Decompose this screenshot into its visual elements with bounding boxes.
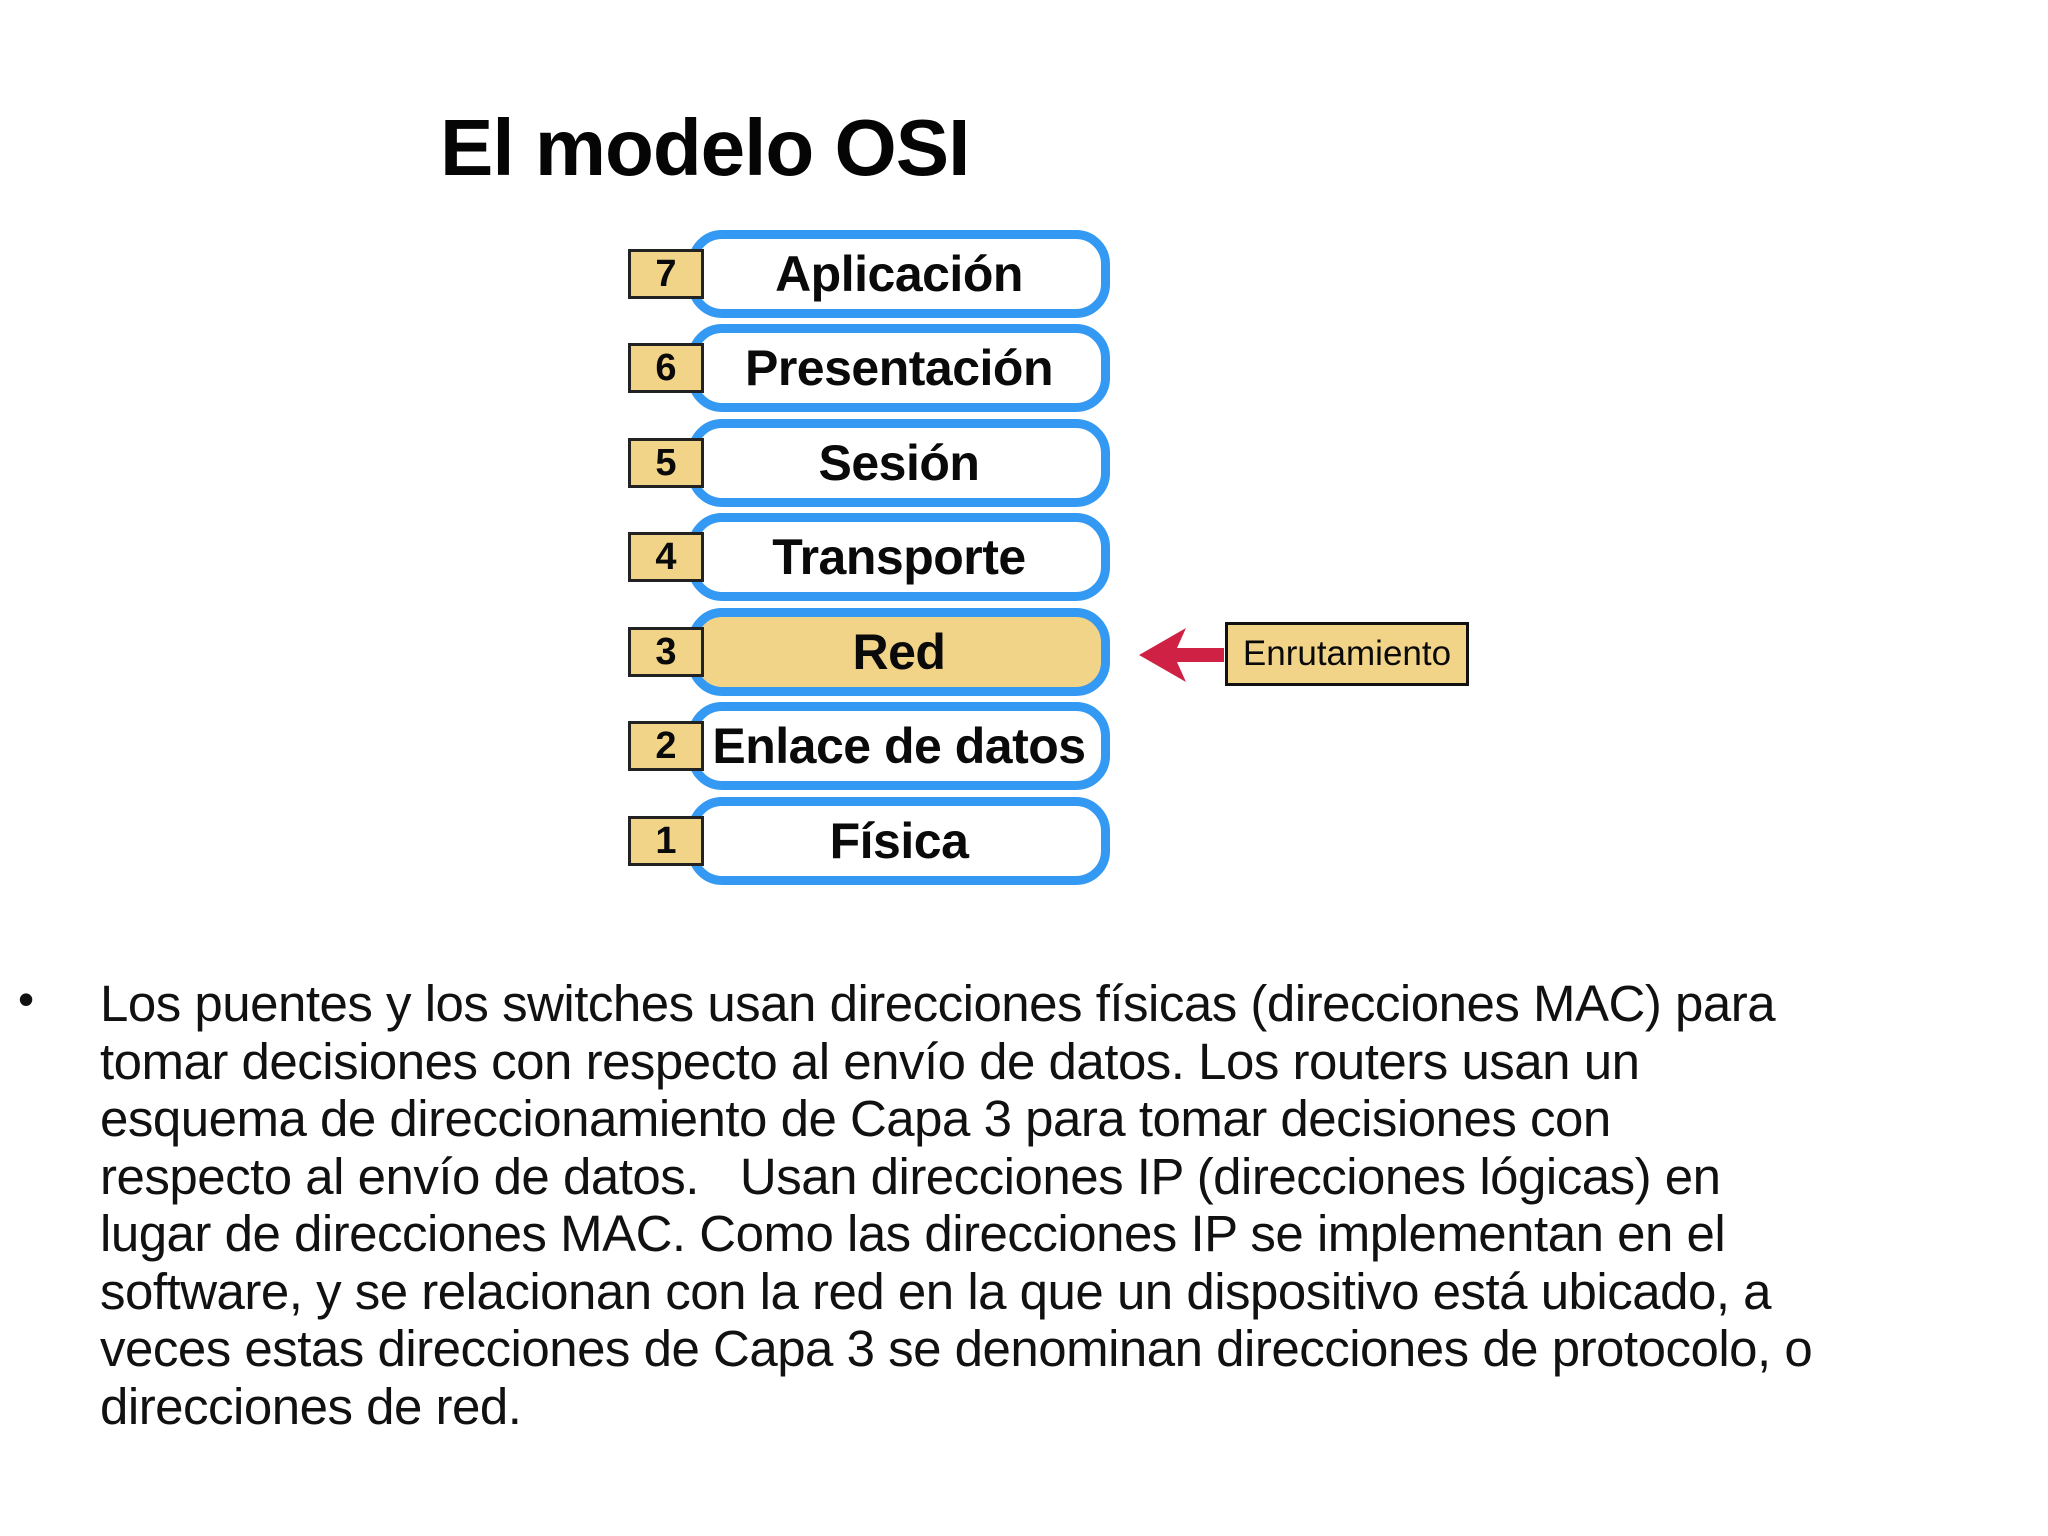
routing-annotation-label: Enrutamiento	[1242, 634, 1452, 673]
body-line: software, y se relacionan con la red en …	[100, 1262, 1772, 1320]
layer-number-badge: 2	[628, 721, 704, 771]
layer-number-badge: 1	[628, 816, 704, 866]
layer-box: Física	[688, 797, 1110, 885]
layer-label: Sesión	[818, 435, 980, 491]
layer-row-presentacion: Presentación 6	[0, 324, 2048, 412]
layer-row-enlace-de-datos: Enlace de datos 2	[0, 702, 2048, 790]
layer-row-aplicacion: Aplicación 7	[0, 230, 2048, 318]
layer-label: Transporte	[772, 529, 1026, 585]
layer-number: 4	[655, 535, 677, 578]
layer-label: Física	[829, 813, 969, 869]
body-line: esquema de direccionamiento de Capa 3 pa…	[100, 1090, 1611, 1147]
layer-row-red: Red 3	[0, 608, 2048, 696]
slide-title: El modelo OSI	[440, 103, 970, 192]
layer-number: 6	[655, 346, 677, 389]
layer-row-fisica: Física 1	[0, 797, 2048, 885]
layer-box: Enlace de datos	[688, 702, 1110, 790]
routing-arrow-icon	[1139, 628, 1224, 682]
layer-number: 1	[655, 819, 677, 862]
layer-number-badge: 3	[628, 627, 704, 677]
layer-number: 2	[655, 724, 677, 767]
layer-number: 5	[655, 441, 677, 484]
bullet-marker: •	[18, 973, 35, 1025]
layer-label: Enlace de datos	[712, 718, 1086, 774]
layer-label: Red	[852, 624, 946, 680]
routing-annotation: Enrutamiento	[1225, 622, 1469, 686]
layer-row-transporte: Transporte 4	[0, 513, 2048, 601]
layer-number-badge: 4	[628, 532, 704, 582]
layer-box: Aplicación	[688, 230, 1110, 318]
body-line: direcciones de red.	[100, 1377, 522, 1435]
body-line: veces estas direcciones de Capa 3 se den…	[100, 1320, 1813, 1377]
layer-box-highlighted: Red	[688, 608, 1110, 696]
body-line: respecto al envío de datos. Usan direcci…	[100, 1147, 1721, 1205]
layer-label: Aplicación	[775, 246, 1023, 302]
body-line: Los puentes y los switches usan direccio…	[100, 975, 1776, 1032]
layer-box: Transporte	[688, 513, 1110, 601]
layer-number-badge: 5	[628, 438, 704, 488]
body-line: tomar decisiones con respecto al envío d…	[100, 1032, 1640, 1090]
layer-row-sesion: Sesión 5	[0, 419, 2048, 507]
layer-box: Sesión	[688, 419, 1110, 507]
layer-number: 7	[655, 252, 677, 295]
layer-number-badge: 7	[628, 249, 704, 299]
body-line: lugar de direcciones MAC. Como las direc…	[100, 1205, 1726, 1262]
layer-number: 3	[655, 630, 677, 673]
layer-label: Presentación	[744, 340, 1054, 396]
bullet-paragraph: Los puentes y los switches usan direccio…	[100, 975, 2048, 1435]
layer-number-badge: 6	[628, 343, 704, 393]
layer-box: Presentación	[688, 324, 1110, 412]
